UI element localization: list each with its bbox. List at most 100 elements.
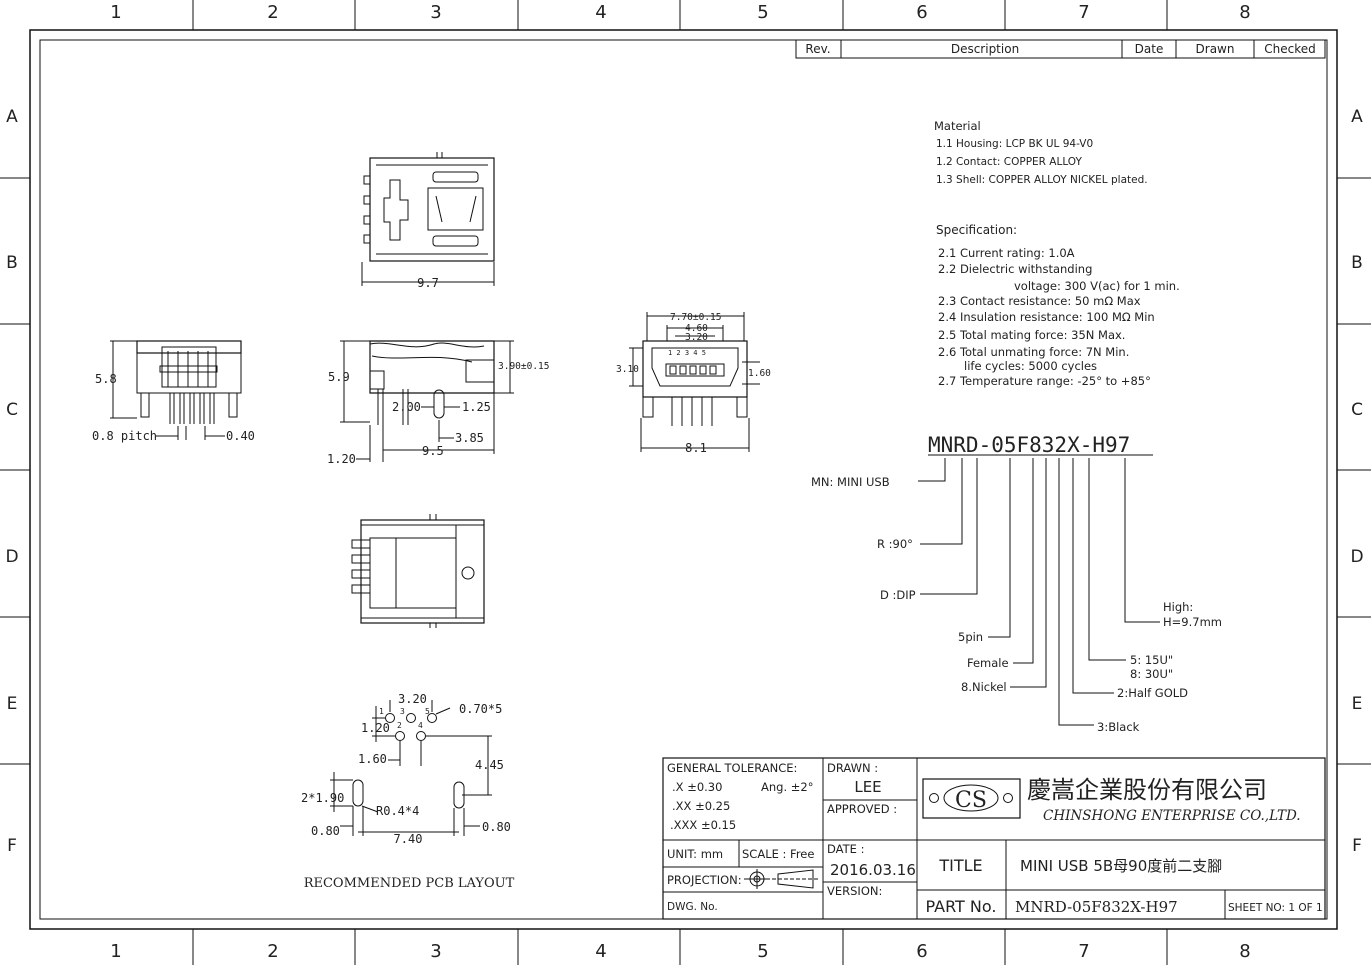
dim-320: 3.20 bbox=[685, 332, 708, 343]
col-label: 2 bbox=[267, 2, 278, 23]
row-label: A bbox=[1351, 107, 1363, 127]
dim-pitch: 0.8 pitch bbox=[92, 429, 157, 443]
spec-heading: Specification: bbox=[936, 223, 1017, 237]
revision-table: Rev. Description Date Drawn Checked bbox=[795, 39, 1326, 59]
dwg-label: DWG. No. bbox=[667, 901, 718, 913]
spec-line: 2.7 Temperature range: -25° to +85° bbox=[938, 374, 1151, 388]
col-label: 8 bbox=[1239, 941, 1250, 962]
col-label: 3 bbox=[430, 2, 441, 23]
legend-mn: MN: MINI USB bbox=[811, 475, 890, 489]
dim-040: 0.40 bbox=[226, 429, 255, 443]
tolerance-angle: Ang. ±2° bbox=[761, 780, 813, 794]
material-item: 1.2 Contact: COPPER ALLOY bbox=[936, 156, 1082, 168]
title-label: TITLE bbox=[938, 856, 982, 875]
pcb-dim-r04: R0.4*4 bbox=[376, 804, 419, 818]
date-value: 2016.03.16 bbox=[830, 861, 916, 879]
pcb-caption: RECOMMENDED PCB LAYOUT bbox=[304, 876, 515, 891]
part-no-label: PART No. bbox=[926, 897, 997, 916]
drawn-header: Drawn bbox=[1196, 42, 1235, 56]
spec-line: 2.3 Contact resistance: 50 mΩ Max bbox=[938, 294, 1141, 308]
title-block: GENERAL TOLERANCE: .X ±0.30 Ang. ±2° .XX… bbox=[662, 757, 1326, 920]
dim-460: 4.60 bbox=[685, 323, 708, 334]
legend-30u: 8: 30U" bbox=[1130, 667, 1173, 681]
date-label: DATE : bbox=[827, 842, 864, 856]
legend-h: H=9.7mm bbox=[1163, 615, 1222, 629]
pcb-pin-4: 4 bbox=[418, 721, 423, 730]
checked-header: Checked bbox=[1264, 42, 1316, 56]
drawn-label: DRAWN : bbox=[827, 761, 878, 775]
dim-160: 1.60 bbox=[748, 368, 771, 379]
dim-front-height: 5.9 bbox=[328, 370, 350, 384]
pcb-dim-160: 1.60 bbox=[358, 752, 387, 766]
col-label: 1 bbox=[110, 2, 121, 23]
description-header: Description bbox=[951, 42, 1019, 56]
row-label: E bbox=[7, 694, 18, 714]
legend-gold: 2:Half GOLD bbox=[1117, 686, 1188, 700]
end-pin-labels: 1 2 3 4 5 bbox=[668, 349, 706, 357]
date-header: Date bbox=[1135, 42, 1164, 56]
company-name-en: CHINSHONG ENTERPRISE CO.,LTD. bbox=[1043, 808, 1301, 824]
spec-line: 2.1 Current rating: 1.0A bbox=[938, 246, 1075, 260]
col-label: 2 bbox=[267, 941, 278, 962]
pcb-dim-080b: 0.80 bbox=[482, 820, 511, 834]
spec-line: life cycles: 5000 cycles bbox=[964, 359, 1097, 373]
legend-pin: 5pin bbox=[958, 630, 983, 644]
company-logo: CS bbox=[922, 778, 1021, 819]
specification-notes: Specification: 2.1 Current rating: 1.0A … bbox=[936, 223, 1180, 388]
spec-line: 2.6 Total unmating force: 7N Min. bbox=[938, 345, 1129, 359]
row-label: D bbox=[5, 547, 18, 567]
drawn-value: LEE bbox=[854, 778, 881, 796]
dim-385: 3.85 bbox=[455, 431, 484, 445]
bottom-view bbox=[351, 514, 485, 628]
pcb-pin-3: 3 bbox=[400, 707, 405, 716]
rev-header: Rev. bbox=[805, 42, 830, 56]
dim-95: 9.5 bbox=[422, 444, 444, 458]
dim-120: 1.20 bbox=[327, 452, 356, 466]
approved-label: APPROVED : bbox=[827, 802, 897, 816]
sheet-number: SHEET NO: 1 OF 1 bbox=[1228, 902, 1323, 914]
tolerance-x: .X ±0.30 bbox=[672, 780, 722, 794]
pcb-dim-445: 4.45 bbox=[475, 758, 504, 772]
pcb-dim-070: 0.70*5 bbox=[459, 702, 502, 716]
pcb-pin-1: 1 bbox=[379, 707, 384, 716]
col-label: 6 bbox=[916, 2, 927, 23]
legend-high: High: bbox=[1163, 600, 1193, 614]
unit-label: UNIT: mm bbox=[667, 847, 723, 861]
logo-text: CS bbox=[955, 788, 987, 813]
title-value: MINI USB 5B母90度前二支腳 bbox=[1020, 857, 1222, 875]
company-name-cn: 慶嵩企業股份有限公司 bbox=[1027, 776, 1267, 804]
tolerance-xxx: .XXX ±0.15 bbox=[670, 818, 736, 832]
row-label: C bbox=[1351, 400, 1363, 420]
dim-125: 1.25 bbox=[462, 400, 491, 414]
legend-r: R :90° bbox=[877, 537, 913, 551]
row-label: F bbox=[7, 836, 17, 856]
pcb-dim-320: 3.20 bbox=[398, 692, 427, 706]
dim-side-height: 5.8 bbox=[95, 372, 117, 386]
col-label: 4 bbox=[595, 941, 606, 962]
spec-line: 2.4 Insulation resistance: 100 MΩ Min bbox=[938, 310, 1155, 324]
scale-label: SCALE : Free bbox=[742, 847, 814, 861]
material-heading: Material bbox=[934, 119, 981, 133]
top-view: 9.7 bbox=[361, 152, 495, 290]
dim-200: 2.00 bbox=[392, 400, 421, 414]
pcb-dim-740: 7.40 bbox=[394, 832, 423, 846]
row-label: F bbox=[1352, 836, 1362, 856]
dim-770: 7.70±0.15 bbox=[670, 312, 721, 323]
dim-top-width: 9.7 bbox=[417, 276, 439, 290]
row-label: B bbox=[1351, 253, 1363, 273]
col-label: 5 bbox=[757, 2, 768, 23]
pcb-dim-120: 1.20 bbox=[361, 721, 390, 735]
material-item: 1.1 Housing: LCP BK UL 94-V0 bbox=[936, 138, 1093, 150]
col-label: 8 bbox=[1239, 2, 1250, 23]
outer-border bbox=[29, 29, 1338, 930]
material-item: 1.3 Shell: COPPER ALLOY NICKEL plated. bbox=[936, 174, 1148, 186]
col-label: 3 bbox=[430, 941, 441, 962]
side-view: 5.8 0.8 pitch 0.40 bbox=[92, 340, 255, 443]
version-label: VERSION: bbox=[827, 884, 882, 898]
dim-81: 8.1 bbox=[685, 441, 707, 455]
part-code-breakdown: MNRD-05F832X-H97 MN: MINI USB R :90° D :… bbox=[811, 433, 1222, 734]
col-label: 6 bbox=[916, 941, 927, 962]
pcb-dim-219: 2*1.90 bbox=[301, 791, 344, 805]
dim-310: 3.10 bbox=[616, 364, 639, 375]
